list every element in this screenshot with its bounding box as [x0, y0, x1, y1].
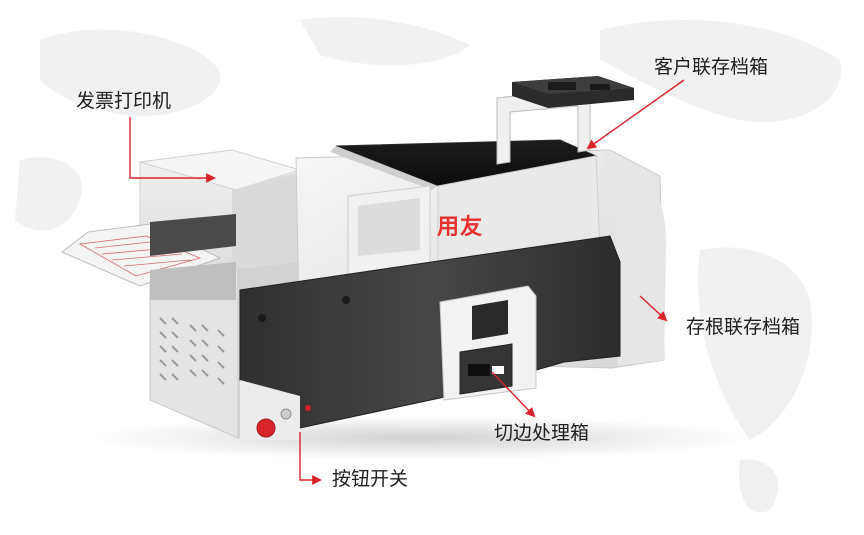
label-invoice-printer: 发票打印机 [76, 90, 172, 112]
emergency-stop-button [256, 418, 276, 438]
callout-lines [129, 79, 685, 485]
callout-line-invoice-printer [129, 117, 216, 183]
archive-machine-unit [239, 76, 667, 440]
machine-shadow [90, 416, 750, 460]
callout-line-customer-archive [586, 79, 685, 150]
label-stub-archive-box: 存根联存档箱 [686, 316, 801, 338]
invoice-paper [78, 235, 202, 277]
edge-trim-box [459, 343, 513, 395]
vent-slots [159, 317, 225, 385]
customer-archive-tray [496, 76, 634, 165]
callout-line-edge-trim [491, 371, 536, 418]
callout-line-button-switch [299, 432, 322, 485]
brand-logo: 用友 [437, 215, 484, 240]
label-edge-trim-box: 切边处理箱 [494, 422, 590, 444]
callout-line-stub-archive [639, 295, 668, 322]
label-customer-archive-box: 客户联存档箱 [654, 56, 769, 78]
label-button-switch: 按钮开关 [332, 468, 409, 490]
button-switch-panel [240, 380, 311, 440]
